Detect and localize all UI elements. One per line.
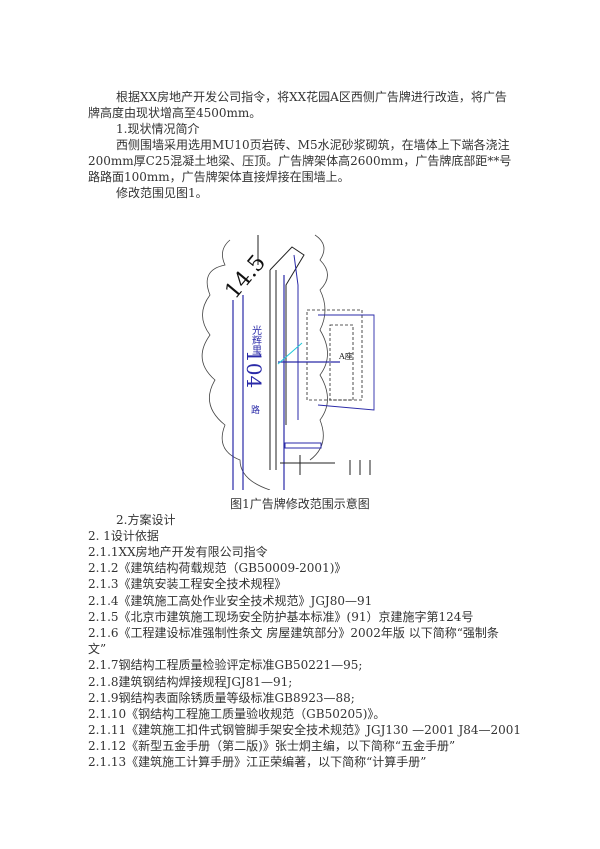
reference-item: 2.1.7钢结构工程质量检验评定标准GB50221—95; [88,658,363,672]
reference-item: 2.1.12《新型五金手册（第二版)》张士炯主编，以下简称“五金手册” [88,739,456,753]
label-number-main: 104 [242,350,266,388]
reference-item: 2.1.11《建筑施工扣件式钢管脚手架安全技术规范》JGJ130 —2001 J… [88,723,522,737]
reference-item: 2.1.3《建筑安装工程安全技术规程》 [88,577,287,591]
figure-reference: 修改范围见图1。 [116,186,208,200]
section21-title: 2. 1设计依据 [88,529,159,543]
reference-item: 2.1.2《建筑结构荷载规范（GB50009-2001)》 [88,561,347,575]
reference-item: 2.1.9钢结构表面除锈质量等级标准GB8923—88; [88,691,355,705]
reference-item: 2.1.8建筑钢结构焊接规程JGJ81—91; [88,675,293,689]
reference-item: 2.1.4《建筑施工高处作业安全技术规范》JGJ80—91 [88,594,373,608]
label-number-top: 14.5 [220,250,271,304]
site-plan-figure: 14.5 光辉里 104 路 A座 [201,234,375,490]
tree-outline-right [309,234,328,461]
section1-body: 西侧围墙采用选用MU10页岩砖、M5水泥砂浆砌筑，在墙体上下端各浇注200mm厚… [88,138,512,184]
reference-item: 2.1.1XX房地产开发有限公司指令 [88,545,268,559]
label-road: 路 [249,404,260,415]
reference-item: 2.1.13《建筑施工计算手册》江正荣编著，以下简称“计算手册” [88,755,427,769]
intro-paragraph: 根据XX房地产开发公司指令，将XX花园A区西侧广告牌进行改造，将广告牌高度由现状… [88,90,507,120]
label-building: A座 [338,351,353,361]
tree-outline-left [201,239,271,490]
reference-item: 2.1.10《钢结构工程施工质量验收规范（GB50205)》。 [88,707,386,721]
figure-caption: 图1广告牌修改范围示意图 [230,497,370,511]
reference-item: 2.1.5《北京市建筑施工现场安全防护基本标准》(91）京建施字第124号 [88,610,474,624]
reference-item: 2.1.6《工程建设标准强制性条文 房屋建筑部分》2002年版 以下简称“强制条… [88,626,499,656]
section1-title: 1.现状情况简介 [116,122,200,136]
label-street: 光辉里 [250,324,262,355]
section2-title: 2.方案设计 [116,513,176,527]
